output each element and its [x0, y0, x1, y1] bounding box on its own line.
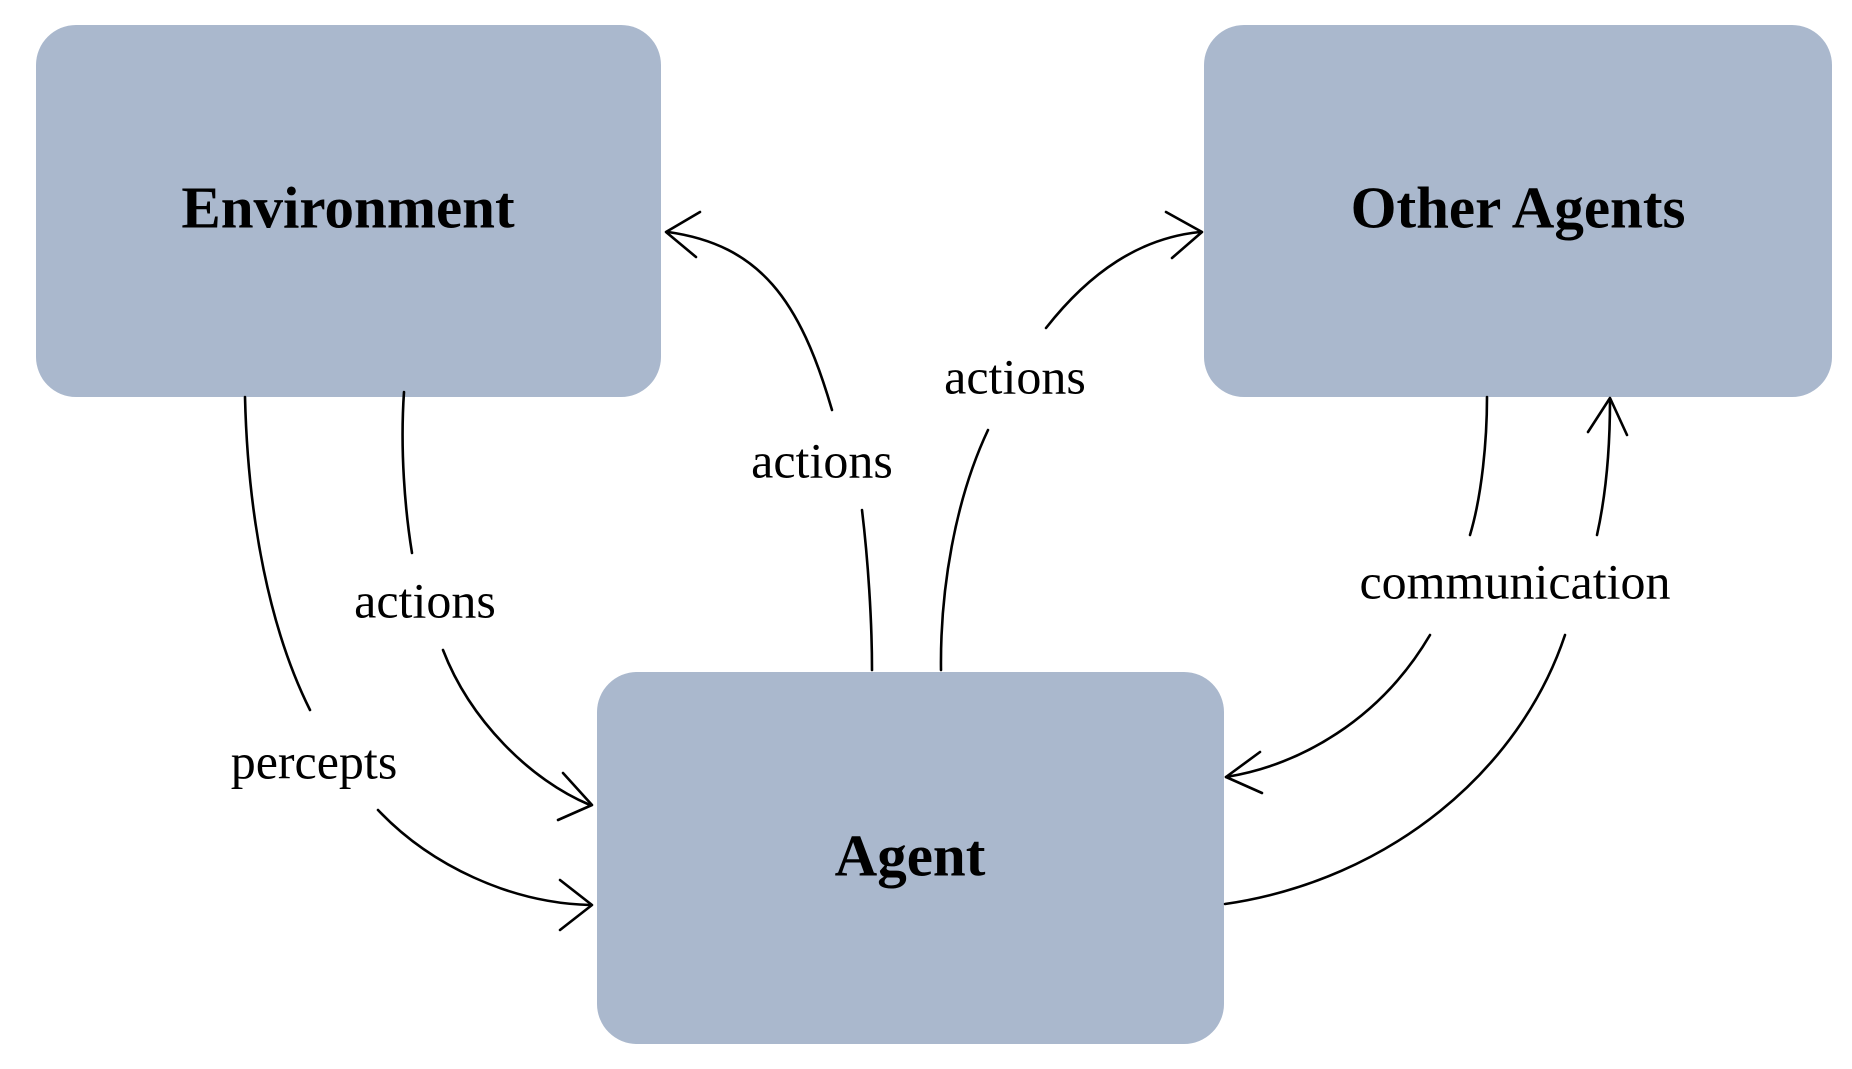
edge-percepts: percepts: [231, 395, 594, 932]
edge-communication: communication: [1223, 395, 1671, 906]
agent-env-actions-arrowhead-icon: [664, 210, 702, 259]
communication-to-agent-line-upper: [1468, 395, 1489, 537]
communication-to-others-line-lower: [1223, 633, 1567, 906]
agent-other-actions-label: actions: [944, 348, 1086, 404]
edge-agent-env-actions: actions: [664, 210, 893, 672]
agent-label: Agent: [835, 823, 986, 889]
agent-other-actions-arrowhead-icon: [1164, 210, 1204, 260]
env-agent-actions-line-lower: [441, 648, 592, 807]
percepts-arrowhead-icon: [558, 878, 594, 932]
edge-agent-other-actions: actions: [939, 210, 1204, 672]
env-agent-actions-arrowhead-icon: [556, 771, 594, 822]
communication-to-agent-line-lower: [1224, 633, 1432, 779]
communication-label: communication: [1359, 553, 1670, 609]
agent-other-actions-line-upper: [1044, 230, 1202, 330]
other-agents-label: Other Agents: [1351, 175, 1686, 241]
communication-to-agent-arrowhead-icon: [1224, 750, 1264, 795]
environment-label: Environment: [181, 175, 515, 241]
agent-box: [597, 672, 1224, 1044]
env-agent-actions-label: actions: [354, 572, 496, 628]
communication-to-others-arrowhead-icon: [1586, 396, 1629, 437]
other-agents-box: [1204, 25, 1832, 397]
edge-env-agent-actions: actions: [354, 390, 594, 822]
environment-box: [36, 25, 661, 397]
env-agent-actions-line-upper: [401, 390, 414, 555]
percepts-line-upper: [243, 395, 312, 712]
agent-node: Agent: [597, 672, 1224, 1044]
agent-other-actions-line-lower: [939, 428, 990, 672]
agent-env-actions-line-upper: [666, 230, 834, 412]
percepts-label: percepts: [231, 733, 398, 789]
other-agents-node: Other Agents: [1204, 25, 1832, 397]
agent-env-actions-line-lower: [860, 508, 874, 672]
agent-env-actions-label: actions: [751, 432, 893, 488]
environment-node: Environment: [36, 25, 661, 397]
percepts-line-lower: [376, 808, 592, 907]
communication-to-others-line-upper: [1595, 398, 1612, 537]
